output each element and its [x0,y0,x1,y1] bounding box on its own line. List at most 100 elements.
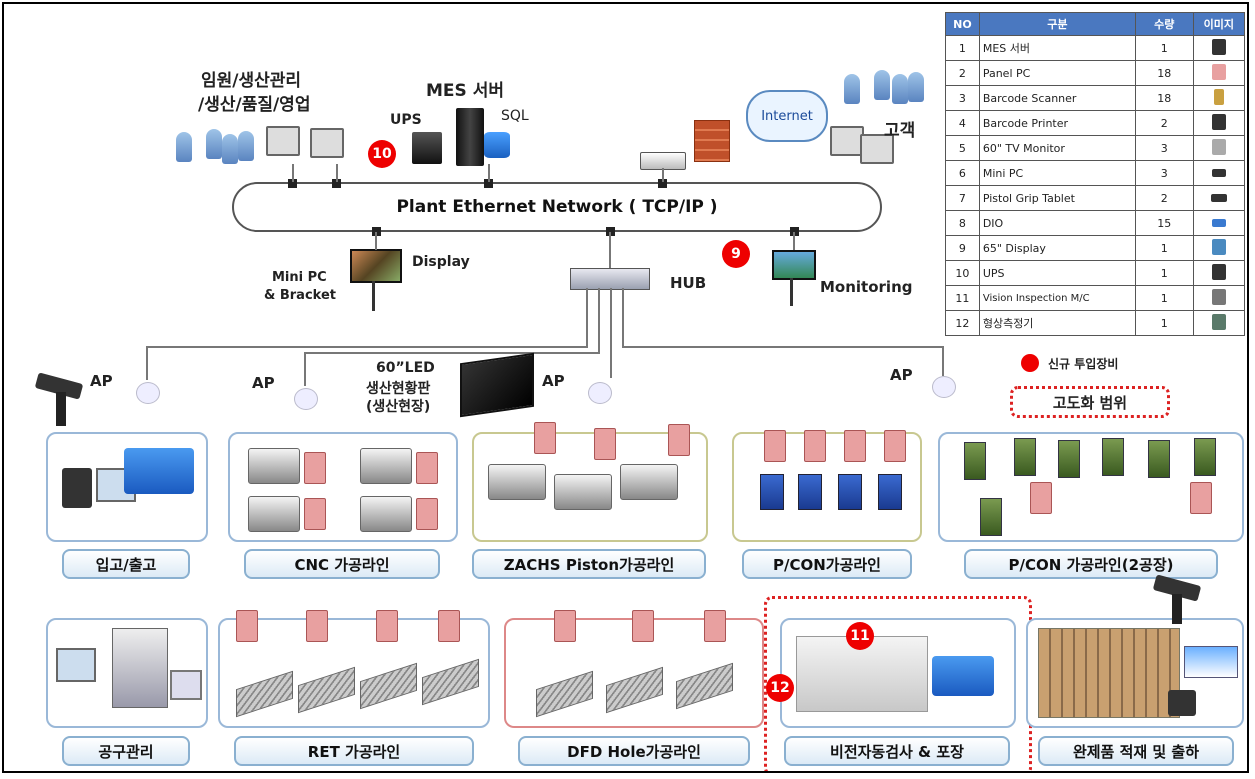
line-label-vision: 비전자동검사 & 포장 [784,736,1010,766]
monitor-icon [170,670,202,700]
row-no: 10 [945,260,980,286]
row-no: 9 [945,235,980,261]
desktop-pc-icon [310,128,344,158]
row-no: 5 [945,135,980,161]
line-box-ret [218,610,490,728]
row-name: 형상측정기 [978,310,1136,336]
row-no: 3 [945,85,980,111]
plant-ethernet-network: Plant Ethernet Network ( TCP/IP ) [232,182,882,232]
table-header: NO [945,12,980,36]
row-no: 1 [945,35,980,61]
row-qty: 15 [1134,210,1194,236]
conveyor-icon [536,670,593,718]
storage-bin-icon [124,448,194,494]
line-box-tool [46,618,208,728]
line-box-cnc [228,432,458,542]
panel-pc-icon [764,430,786,462]
badge-10: 10 [368,140,396,168]
row-qty: 1 [1134,285,1194,311]
customer-icon [908,72,924,102]
panel-pc-icon [304,452,326,484]
piston-machine-icon [554,474,612,510]
conveyor-icon [422,658,479,706]
row-name: Barcode Scanner [978,85,1136,111]
access-point-icon [294,388,318,410]
row-qty: 1 [1134,260,1194,286]
firewall-icon [694,120,730,162]
desktop-pc-icon [266,126,300,156]
line-label-in-out: 입고/출고 [62,549,190,579]
ups-icon [1211,263,1226,280]
row-no: 11 [945,285,980,311]
line-label-cnc: CNC 가공라인 [244,549,440,579]
connector [662,168,664,182]
led-board-icon [460,352,534,418]
access-point-icon [588,382,612,404]
line-box-dfd [504,610,764,728]
row-no: 7 [945,185,980,211]
storage-bin-icon [932,656,994,696]
barcode-printer-icon [1168,690,1196,716]
monitor-stand [790,278,793,306]
panel-pc-icon [804,430,826,462]
legend-scope-label: 고도화 범위 [1052,393,1128,412]
customer-icon [844,74,860,104]
drill-machine-icon [1194,438,1216,476]
panel-pc-icon [438,610,460,642]
server-icon [1211,38,1226,55]
database-icon [484,132,510,158]
led-label-line2: 생산현황판 [366,381,431,397]
measuring-machine-icon [1211,313,1226,330]
cnc-machine-icon [360,496,412,532]
connector [622,346,944,348]
panel-pc-icon [416,498,438,530]
line-box-pcon [732,430,922,542]
cnc-machine-icon [360,448,412,484]
connector [622,288,624,348]
barcode-scanner-icon [1213,88,1224,105]
panel-pc-icon [554,610,576,642]
user-icon [222,134,238,164]
ap-label: AP [90,372,113,390]
press-machine-icon [838,474,862,510]
row-name: UPS [978,260,1136,286]
connector [304,352,306,386]
panel-pc-icon [1211,63,1226,80]
row-no: 6 [945,160,980,186]
network-node [606,227,615,236]
drill-machine-icon [1148,440,1170,478]
line-label-dfd: DFD Hole가공라인 [518,736,750,766]
conveyor-icon [606,666,663,714]
line-label-ret: RET 가공라인 [234,736,474,766]
ap-label: AP [542,372,565,390]
drill-machine-icon [1014,438,1036,476]
network-node [484,179,493,188]
piston-machine-icon [488,464,546,500]
network-node [658,179,667,188]
connector [598,288,600,354]
connector [292,164,294,182]
legend-new-equipment: 신규 투입장비 [1048,357,1119,371]
cnc-machine-icon [248,448,300,484]
access-point-icon [932,376,956,398]
panel-pc-icon [1030,482,1052,514]
badge-9: 9 [722,240,750,268]
panel-pc-icon [376,610,398,642]
row-qty: 2 [1134,185,1194,211]
row-qty: 18 [1134,85,1194,111]
row-qty: 3 [1134,160,1194,186]
monitoring-label: Monitoring [820,278,913,296]
dio-icon [1211,218,1226,227]
connector [146,346,148,380]
cnc-machine-icon [248,496,300,532]
line-box-finished [1026,618,1244,728]
connector [488,164,490,182]
conveyor-icon [236,670,293,718]
users-label-line1: 임원/생산관리 [201,71,302,91]
